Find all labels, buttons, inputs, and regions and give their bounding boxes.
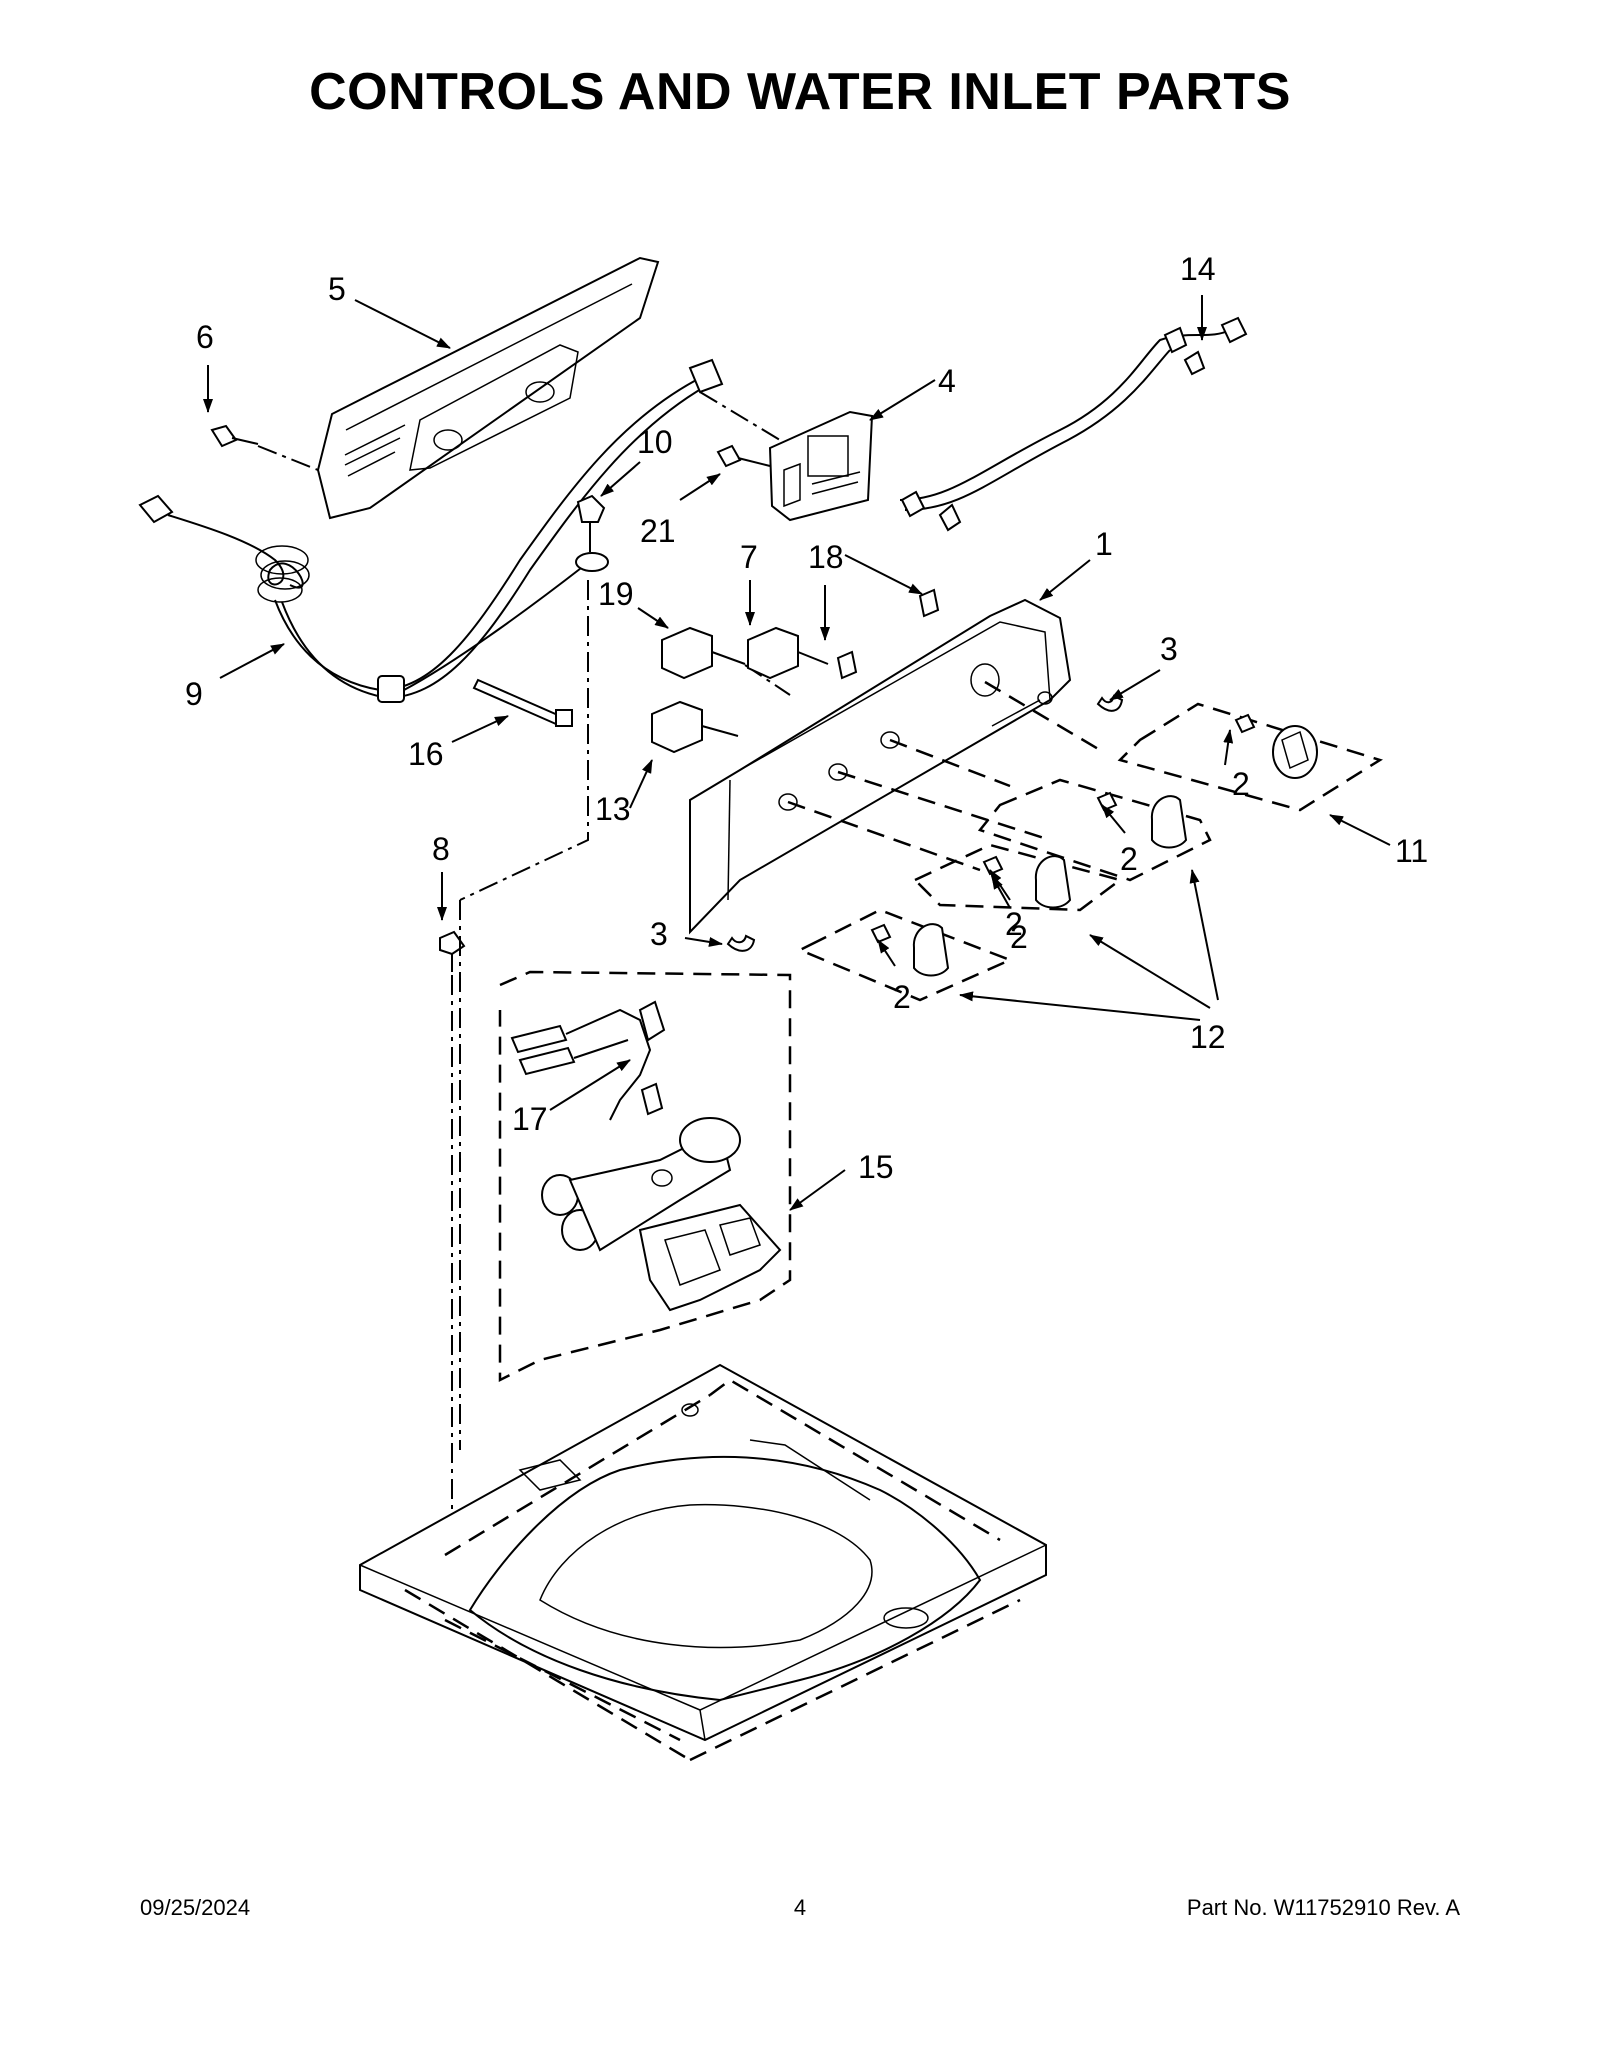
knob-assembly-b — [1096, 791, 1188, 849]
knob-assembly-d — [870, 923, 950, 977]
callout-17: 17 — [512, 1101, 548, 1137]
callout-13: 13 — [595, 791, 631, 827]
inlet-harness-part-17 — [510, 1000, 666, 1121]
callout-6: 6 — [196, 319, 214, 355]
knob-kit-outline-11 — [1117, 702, 1383, 812]
callout-2: 2 — [1120, 841, 1138, 877]
switch-part-7 — [747, 626, 829, 680]
footer-date: 09/25/2024 — [140, 1895, 251, 1920]
top-panel-dashed-outline — [404, 1378, 1021, 1762]
callout-2: 2 — [1005, 906, 1023, 942]
cable-tie — [472, 678, 573, 727]
callout-16: 16 — [408, 736, 444, 772]
knob-assembly-c — [982, 855, 1072, 909]
callout-3: 3 — [1160, 631, 1178, 667]
callout-7: 7 — [740, 539, 758, 575]
callout-3: 3 — [650, 916, 668, 952]
callout-18: 18 — [808, 539, 844, 575]
bracket-part-3-bottom — [726, 934, 756, 952]
callout-2: 2 — [1232, 766, 1250, 802]
knob-assembly-a — [1234, 713, 1318, 779]
water-inlet-valve-outline — [459, 900, 792, 1450]
water-valve-assembly — [541, 1117, 782, 1312]
washer-top-panel — [359, 1363, 1047, 1742]
bracket-part-3-top — [1096, 694, 1124, 712]
wire-harness-part-14 — [899, 316, 1248, 532]
switch-part-13 — [651, 700, 739, 754]
power-cord — [138, 358, 724, 703]
callout-12: 12 — [1190, 1019, 1226, 1055]
knob-kit-outline-12 — [796, 778, 1212, 1002]
page-title: CONTROLS AND WATER INLET PARTS — [309, 63, 1291, 121]
leader-arrows — [203, 295, 1391, 1211]
callout-21: 21 — [640, 513, 676, 549]
callout-15: 15 — [858, 1149, 894, 1185]
screw-part-6 — [210, 424, 319, 471]
callout-1: 1 — [1095, 526, 1113, 562]
footer-page-number: 4 — [793, 1895, 807, 1920]
callout-2: 2 — [893, 979, 911, 1015]
callout-4: 4 — [938, 363, 956, 399]
switch-part-19 — [661, 626, 791, 696]
callout-labels: 1 2 2 2 2 2 3 3 4 5 6 7 8 9 10 11 12 13 … — [185, 251, 1428, 1185]
callout-10: 10 — [637, 424, 673, 460]
callout-8: 8 — [432, 831, 450, 867]
clip-part-18b — [918, 588, 940, 618]
callout-5: 5 — [328, 271, 346, 307]
callout-11: 11 — [1395, 833, 1428, 869]
console-back-panel — [316, 256, 660, 520]
screw-part-8 — [439, 930, 466, 1540]
ground-screw-part-10 — [459, 494, 609, 901]
callout-9: 9 — [185, 676, 203, 712]
knob-shaft-lines — [787, 680, 1101, 872]
clip-part-18a — [836, 650, 858, 680]
control-board — [768, 410, 874, 522]
callout-19: 19 — [598, 576, 634, 612]
callout-2: 2 — [1010, 919, 1028, 955]
screw-part-21 — [699, 391, 781, 468]
footer-part-number: Part No. W11752910 Rev. A — [1186, 1895, 1460, 1920]
callout-14: 14 — [1180, 251, 1216, 287]
